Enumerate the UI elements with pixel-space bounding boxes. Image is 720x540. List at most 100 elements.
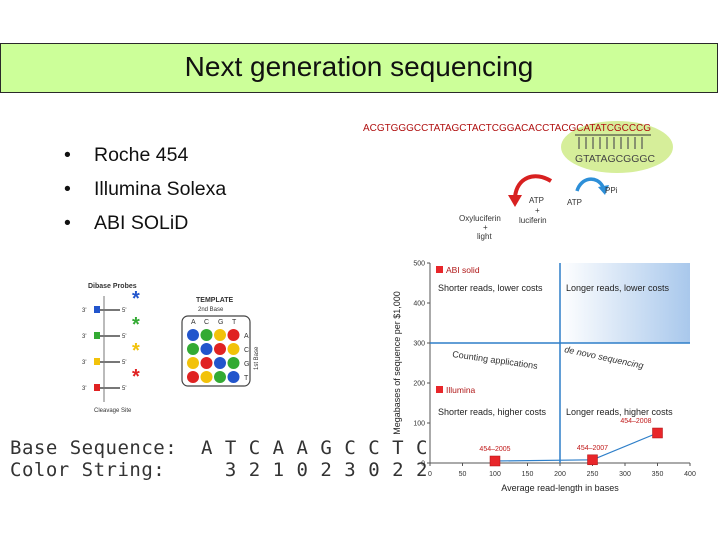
legend-swatch: [436, 386, 443, 393]
star-blue-icon: *: [132, 288, 140, 310]
quadrant-top-left-label: Shorter reads, lower costs: [438, 283, 543, 293]
color-string-label: Color String:: [10, 459, 166, 481]
data-point: [587, 454, 598, 466]
matrix-cell: [187, 343, 199, 355]
matrix-cell: [214, 357, 226, 369]
red-arrowhead-icon: [508, 195, 522, 207]
bullet-item: • ABI SOLiD: [64, 206, 226, 240]
matrix-cell: [200, 343, 213, 355]
ppi-label: PPi: [605, 186, 618, 195]
slide-title: Next generation sequencing: [184, 51, 534, 82]
data-point: [652, 427, 663, 439]
pyrosequencing-diagram: ACGTGGGCCTATAGCTACTCGGACACCTACGCATATCGCC…: [363, 121, 673, 241]
matrix-cell: [227, 371, 240, 383]
bullet-icon: •: [64, 212, 71, 234]
x-tick-label: 100: [489, 471, 501, 478]
x-axis-label: Average read-length in bases: [501, 483, 619, 493]
matrix-cell: [200, 329, 213, 341]
x-tick-label: 300: [619, 471, 631, 478]
data-point-label: 454–2005: [479, 446, 510, 453]
matrix-cell: [187, 329, 199, 341]
x-tick-label: 350: [652, 471, 664, 478]
quadrant-bottom-left-label: Shorter reads, higher costs: [438, 407, 547, 417]
blue-arrowhead-icon: [598, 185, 609, 195]
cleavage-site-label: Cleavage Site: [94, 408, 132, 414]
oxyluciferin-label: Oxyluciferin: [459, 214, 501, 223]
template-title: TEMPLATE: [196, 297, 234, 304]
row-header: T: [244, 375, 249, 382]
color-matrix-frame: [181, 315, 251, 387]
matrix-row-headers: A C G T: [244, 333, 249, 382]
probe-3: 3' 5': [82, 358, 126, 366]
col-header: G: [218, 319, 223, 326]
matrix-cell: [214, 329, 226, 341]
plus-label: +: [535, 206, 540, 215]
svg-text:5': 5': [122, 386, 126, 392]
y-axis-label: Megabases of sequence per $1,000: [392, 291, 402, 435]
star-green-icon: *: [132, 314, 140, 336]
blue-arrow-icon: [575, 177, 605, 192]
x-tick-label: 400: [684, 471, 696, 478]
svg-text:3': 3': [82, 308, 86, 314]
color-string-value: 3 2 1 0 2 3 0 2 2: [224, 459, 428, 481]
chart-background: [560, 263, 690, 343]
x-tick-label: 0: [428, 471, 432, 478]
y-tick-label: 0: [421, 461, 425, 468]
bullet-text: Illumina Solexa: [94, 178, 227, 200]
highlight-ellipse: [561, 121, 673, 173]
probe-2: 3'5': [82, 332, 126, 340]
bottom-strand: GTATAGCGGGC: [575, 154, 655, 165]
probe-4: 3' 5': [82, 384, 126, 392]
matrix-col-headers: A C G T: [191, 319, 237, 326]
y-tick-label: 400: [413, 301, 425, 308]
svg-text:5': 5': [122, 334, 126, 340]
star-red-icon: *: [132, 366, 140, 388]
bullet-text: ABI SOLiD: [94, 212, 189, 234]
probe-1: 3' 5': [82, 306, 126, 314]
col-header: C: [204, 319, 209, 326]
star-yellow-icon: *: [132, 340, 140, 362]
matrix-cell: [200, 357, 213, 369]
y-tick-label: 100: [413, 421, 425, 428]
svg-text:5': 5': [122, 360, 126, 366]
probe-stack: 3'5' 3'5' 3'5' 3'5': [82, 306, 126, 392]
legend-swatch: [436, 266, 443, 273]
bullet-item: • Roche 454: [64, 138, 226, 172]
quadrant-shade: [560, 263, 690, 343]
luciferin-label: luciferin: [519, 216, 547, 225]
solid-diagram: Dibase Probes 3'5' 3'5' 3'5' 3'5' * * * …: [82, 283, 260, 414]
svg-text:3': 3': [82, 386, 86, 392]
annotation-denovo: de novo sequencing: [564, 344, 645, 371]
svg-text:5': 5': [122, 308, 126, 314]
data-point-label: 454–2007: [577, 445, 608, 452]
base-pair-ticks: [578, 137, 643, 149]
quadrant-bottom-right-label: Longer reads, higher costs: [566, 407, 673, 417]
row-header: C: [244, 347, 249, 354]
quadrant-top-right-label: Longer reads, lower costs: [566, 283, 670, 293]
atp-label: ATP: [529, 196, 544, 205]
svg-text:3': 3': [82, 360, 86, 366]
platform-list: • Roche 454 • Illumina Solexa • ABI SOLiD: [64, 138, 226, 240]
legend-label: ABI solid: [446, 265, 480, 275]
row-header: A: [244, 333, 249, 340]
bullet-item: • Illumina Solexa: [64, 172, 226, 206]
x-tick-label: 200: [554, 471, 566, 478]
color-matrix: [187, 329, 240, 383]
matrix-cell: [200, 371, 213, 383]
base-sequence-row: Base Sequence: A T C A A G C C T C: [10, 437, 428, 459]
plus-label-2: +: [483, 223, 488, 232]
x-tick-label: 50: [459, 471, 467, 478]
col-header: A: [191, 319, 196, 326]
y-tick-label: 500: [413, 261, 425, 268]
light-label: light: [477, 232, 492, 241]
base-sequence-label: Base Sequence:: [10, 437, 178, 459]
y-tick-label: 200: [413, 381, 425, 388]
chart-marks: [436, 266, 663, 467]
bullet-icon: •: [64, 144, 71, 166]
bullet-text: Roche 454: [94, 144, 189, 166]
top-strand: ACGTGGGCCTATAGCTACTCGGACACCTACGCATATCGCC…: [363, 123, 651, 134]
matrix-cell: [227, 357, 240, 369]
matrix-cell: [187, 371, 199, 383]
bullet-icon: •: [64, 178, 71, 200]
x-tick-label: 250: [587, 471, 599, 478]
